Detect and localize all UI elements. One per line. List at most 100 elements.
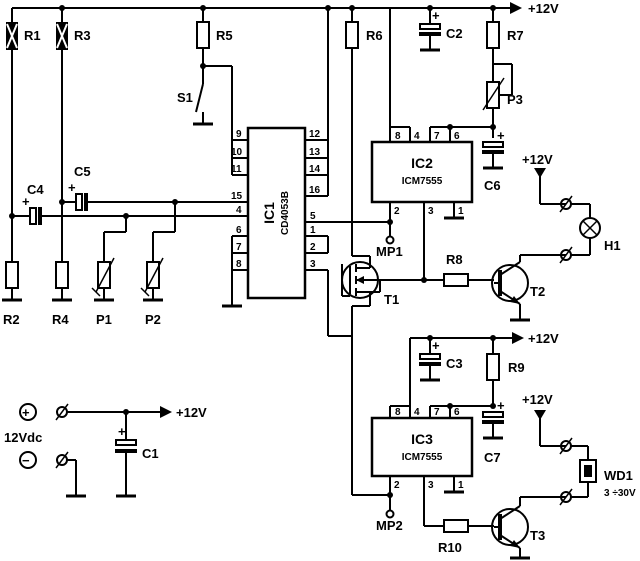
ic2-pin-3: 3 bbox=[428, 206, 434, 217]
input-plus: + bbox=[22, 405, 30, 420]
ic2-part: ICM7555 bbox=[402, 176, 443, 187]
c3-label: C3 bbox=[446, 356, 463, 371]
s1-label: S1 bbox=[177, 90, 193, 105]
ic1-pin-2: 2 bbox=[310, 242, 316, 253]
ic1-pin-6: 6 bbox=[236, 225, 242, 236]
c1-plus: + bbox=[118, 424, 126, 439]
c4-label: C4 bbox=[27, 182, 44, 197]
r2-resistor: R2 bbox=[2, 261, 22, 327]
r9-resistor: R9 bbox=[486, 338, 525, 406]
t3-transistor: T3 bbox=[491, 496, 566, 560]
r9-label: R9 bbox=[508, 360, 525, 375]
r7-label: R7 bbox=[507, 28, 524, 43]
ic2-pin-7: 7 bbox=[434, 131, 440, 142]
t3-label: T3 bbox=[530, 528, 545, 543]
input-voltage-label: 12Vdc bbox=[4, 430, 42, 445]
ic2-name: IC2 bbox=[411, 155, 433, 171]
r4-resistor: R4 bbox=[52, 261, 72, 327]
wd1-label: WD1 bbox=[604, 468, 633, 483]
t1-mosfet: T1 bbox=[341, 255, 424, 496]
ic1-pin-11: 11 bbox=[231, 164, 242, 175]
wd1-rating: 3 ÷30V bbox=[604, 488, 636, 499]
ic2-pin-2: 2 bbox=[394, 206, 400, 217]
r8-resistor: R8 bbox=[421, 252, 494, 287]
p2-trimmer: P2 bbox=[140, 199, 178, 327]
ic2-pin-8: 8 bbox=[395, 131, 401, 142]
r4-label: R4 bbox=[52, 312, 69, 327]
p3-trimmer: P3 bbox=[482, 63, 523, 138]
r10-label: R10 bbox=[438, 540, 462, 555]
ic1-pin-13: 13 bbox=[309, 147, 321, 158]
r5-label: R5 bbox=[216, 28, 233, 43]
c1-label: C1 bbox=[142, 446, 159, 461]
r1-sensor: R1 bbox=[6, 8, 41, 262]
ic1-pin-7: 7 bbox=[236, 242, 242, 253]
ic3-pin-2: 2 bbox=[394, 480, 400, 491]
ic1: 9 10 11 15 4 6 7 8 12 13 14 16 5 1 2 3 I… bbox=[222, 8, 390, 337]
ic1-pin-15: 15 bbox=[231, 191, 243, 202]
ic1-name: IC1 bbox=[261, 202, 277, 224]
c7-label: C7 bbox=[484, 450, 501, 465]
ic3: 8 4 7 6 2 3 1 IC3 ICM7555 MP2 bbox=[370, 338, 493, 533]
supply-rail-top: +12V bbox=[12, 1, 559, 16]
ic3-pin-1: 1 bbox=[458, 480, 464, 491]
r3-sensor: R3 bbox=[56, 8, 91, 262]
c5-plus: + bbox=[68, 180, 76, 195]
ic1-pin-16: 16 bbox=[309, 185, 321, 196]
ic1-pin-14: 14 bbox=[309, 164, 321, 175]
r5-resistor: R5 bbox=[196, 8, 248, 141]
t2-transistor: T2 bbox=[491, 254, 566, 322]
c5-label: C5 bbox=[74, 164, 91, 179]
h1-lamp: +12V H1 bbox=[522, 152, 621, 264]
r8-label: R8 bbox=[446, 252, 463, 267]
r1-label: R1 bbox=[24, 28, 41, 43]
ic2-pin-4: 4 bbox=[414, 131, 420, 142]
ic3-name: IC3 bbox=[411, 431, 433, 447]
supply-rail-ic3: +12V bbox=[410, 331, 559, 346]
t1-label: T1 bbox=[384, 292, 399, 307]
input-minus: − bbox=[22, 453, 30, 468]
ic3-pin-3: 3 bbox=[428, 480, 434, 491]
supply-label-ic3: +12V bbox=[528, 331, 559, 346]
ic3-part: ICM7555 bbox=[402, 452, 443, 463]
input-supply-label: +12V bbox=[176, 405, 207, 420]
wd1-buzzer: +12V WD1 3 ÷30V bbox=[522, 392, 636, 506]
ic1-pin-10: 10 bbox=[231, 147, 243, 158]
c2-plus: + bbox=[432, 8, 440, 23]
t2-label: T2 bbox=[530, 284, 545, 299]
r6-label: R6 bbox=[366, 28, 383, 43]
r6-resistor: R6 bbox=[345, 8, 383, 256]
ic2: 8 4 7 6 2 3 1 IC2 ICM7555 MP1 bbox=[370, 8, 493, 280]
mp1-label: MP1 bbox=[376, 244, 403, 259]
wd1-supply-label: +12V bbox=[522, 392, 553, 407]
p3-label: P3 bbox=[507, 92, 523, 107]
ic3-pin-8: 8 bbox=[395, 407, 401, 418]
c7-plus: + bbox=[497, 398, 505, 413]
p1-label: P1 bbox=[96, 312, 112, 327]
c4-plus: + bbox=[22, 194, 30, 209]
c7-capacitor: + C7 bbox=[482, 398, 505, 465]
c3-capacitor: + C3 bbox=[419, 338, 463, 382]
c5-capacitor: + C5 bbox=[59, 164, 238, 211]
s1-switch: S1 bbox=[177, 66, 213, 126]
c6-label: C6 bbox=[484, 178, 501, 193]
c1-capacitor: + C1 bbox=[115, 412, 159, 498]
ic2-pin-1: 1 bbox=[458, 206, 464, 217]
ic1-pin-4: 4 bbox=[236, 205, 242, 216]
ic3-pin-6: 6 bbox=[454, 407, 460, 418]
ic3-pin-4: 4 bbox=[414, 407, 420, 418]
h1-label: H1 bbox=[604, 238, 621, 253]
ic1-pin-12: 12 bbox=[309, 129, 321, 140]
c2-label: C2 bbox=[446, 26, 463, 41]
ic2-pin-6: 6 bbox=[454, 131, 460, 142]
ic1-pin-8: 8 bbox=[236, 259, 242, 270]
ic1-pin-3: 3 bbox=[310, 259, 316, 270]
ic1-pin-1: 1 bbox=[310, 225, 316, 236]
r2-label: R2 bbox=[3, 312, 20, 327]
mp2-label: MP2 bbox=[376, 518, 403, 533]
c2-capacitor: + C2 bbox=[419, 8, 463, 52]
ic1-pin-9: 9 bbox=[236, 129, 242, 140]
r3-label: R3 bbox=[74, 28, 91, 43]
c6-capacitor: + C6 bbox=[482, 124, 505, 193]
